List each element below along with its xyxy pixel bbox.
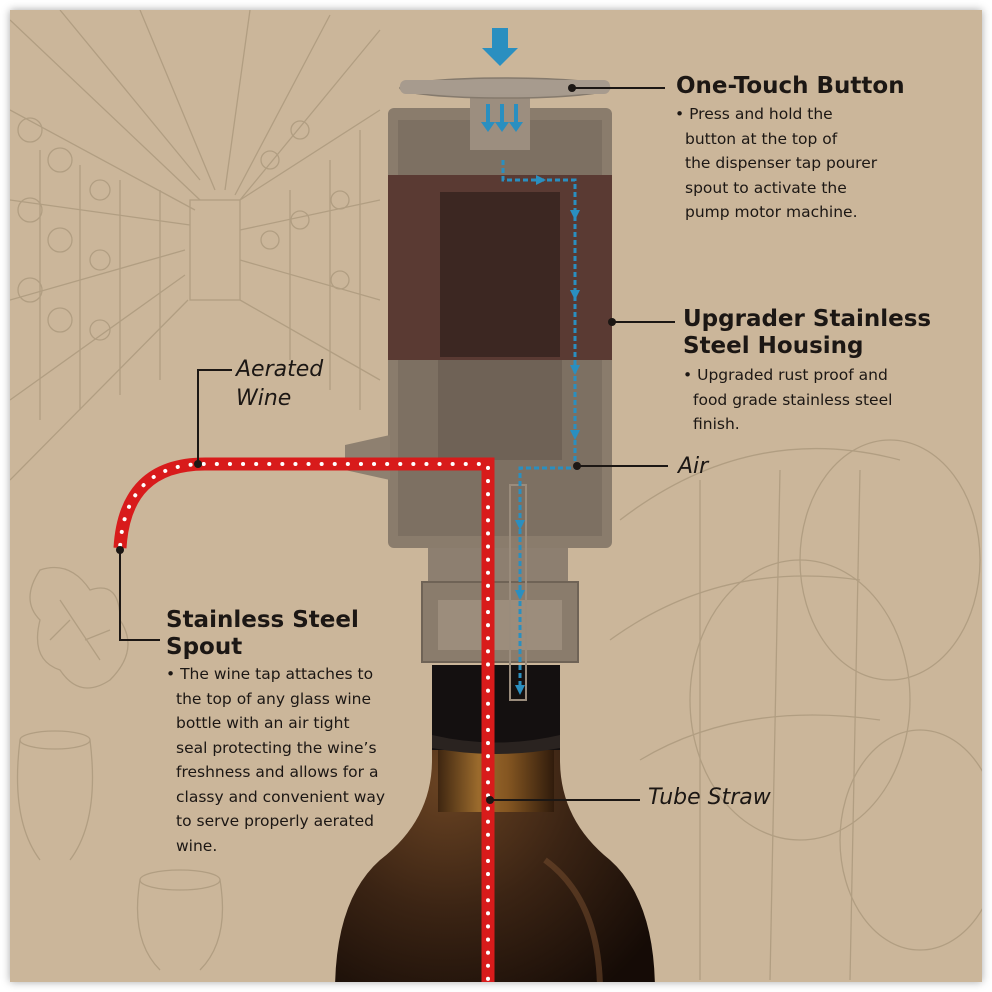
housing-title: Upgrader Stainless Steel Housing xyxy=(683,306,932,359)
air-label: Air xyxy=(678,454,709,479)
cellar-sketch-background xyxy=(10,10,982,981)
leader-dots xyxy=(116,84,616,804)
infographic-canvas: One-Touch Button • Press and hold the bu… xyxy=(10,10,982,982)
housing-description: • Upgraded rust proof and food grade sta… xyxy=(683,366,893,433)
bullet-dot-icon: • xyxy=(683,366,693,384)
dispenser-body xyxy=(345,77,612,701)
wine-bottle xyxy=(335,665,655,982)
bullet-dot-icon: • xyxy=(166,665,176,683)
wine-channel xyxy=(113,457,495,982)
one-touch-button-title: One-Touch Button xyxy=(676,73,905,99)
air-flow-arrowheads xyxy=(515,175,580,695)
bullet-dot-icon: • xyxy=(675,105,685,123)
spout-description: • The wine tap attaches to the top of an… xyxy=(166,665,386,855)
button-airflow-arrows xyxy=(481,104,523,132)
diagram-art xyxy=(10,10,982,982)
spout-title: Stainless Steel Spout xyxy=(166,607,359,660)
aerated-wine-label: Aerated Wine xyxy=(236,357,324,411)
one-touch-button-description: • Press and hold the button at the top o… xyxy=(675,105,878,221)
tube-straw-label: Tube Straw xyxy=(648,785,771,810)
down-arrow-icon xyxy=(482,28,518,66)
air-flow-path xyxy=(501,160,577,690)
leader-lines xyxy=(119,87,675,801)
